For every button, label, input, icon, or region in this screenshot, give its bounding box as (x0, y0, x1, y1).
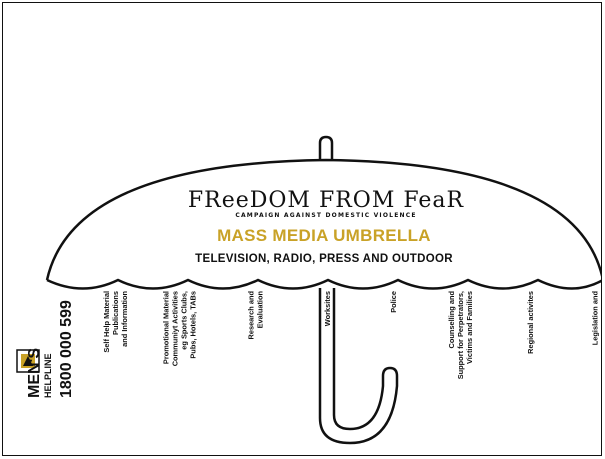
segment-label-line: and Information (120, 291, 129, 347)
campaign-title: FReeDOM FROM FeaR (188, 188, 465, 213)
segment-label-line: Victims and Families (465, 291, 474, 364)
segment-label-line: Pubs, Hotels, TABs (189, 291, 198, 359)
logo-phone: 1800 000 599 (58, 300, 75, 398)
umbrella-tip (320, 137, 332, 160)
segment-label-line: Promotional Material (162, 291, 171, 364)
segment-label-line: Police (389, 291, 398, 313)
segment-label-line: Evaluation (256, 291, 265, 329)
segment-label-line: Self Help Material (102, 291, 111, 353)
segment-label-line: Publications (111, 291, 120, 335)
segment-label-line: Regional activites (526, 291, 535, 354)
segment-label-line: Communiyt Activities (171, 291, 180, 366)
segment-label: Police (389, 291, 398, 313)
logo-mens: MEN'S (26, 348, 43, 398)
mens-helpline-logo: MEN'S HELPLINE 1800 000 599 (17, 300, 75, 398)
campaign-subtitle: CAMPAIGN AGAINST DOMESTIC VIOLENCE (235, 212, 416, 219)
segment-label-line: eg Sports Clubs, (180, 291, 189, 350)
segment-label-line: Worksites (323, 291, 332, 326)
segment-label-line: legal support (600, 290, 603, 337)
segment-label: Worksites (323, 291, 332, 326)
media-channels: TELEVISION, RADIO, PRESS AND OUTDOOR (195, 253, 453, 265)
segment-label: Regional activites (526, 291, 535, 354)
mass-media-title: MASS MEDIA UMBRELLA (217, 226, 431, 245)
logo-helpline: HELPLINE (43, 353, 53, 398)
segment-label-line: Support for Perpetrators, (456, 291, 465, 379)
umbrella-scallops (47, 280, 602, 289)
segment-label-line: Legislation and (591, 291, 600, 346)
umbrella-diagram: FReeDOM FROM FeaR CAMPAIGN AGAINST DOMES… (3, 3, 602, 456)
segment-label-line: Counselling and (447, 291, 456, 349)
segment-label-line: Research and (247, 291, 256, 340)
